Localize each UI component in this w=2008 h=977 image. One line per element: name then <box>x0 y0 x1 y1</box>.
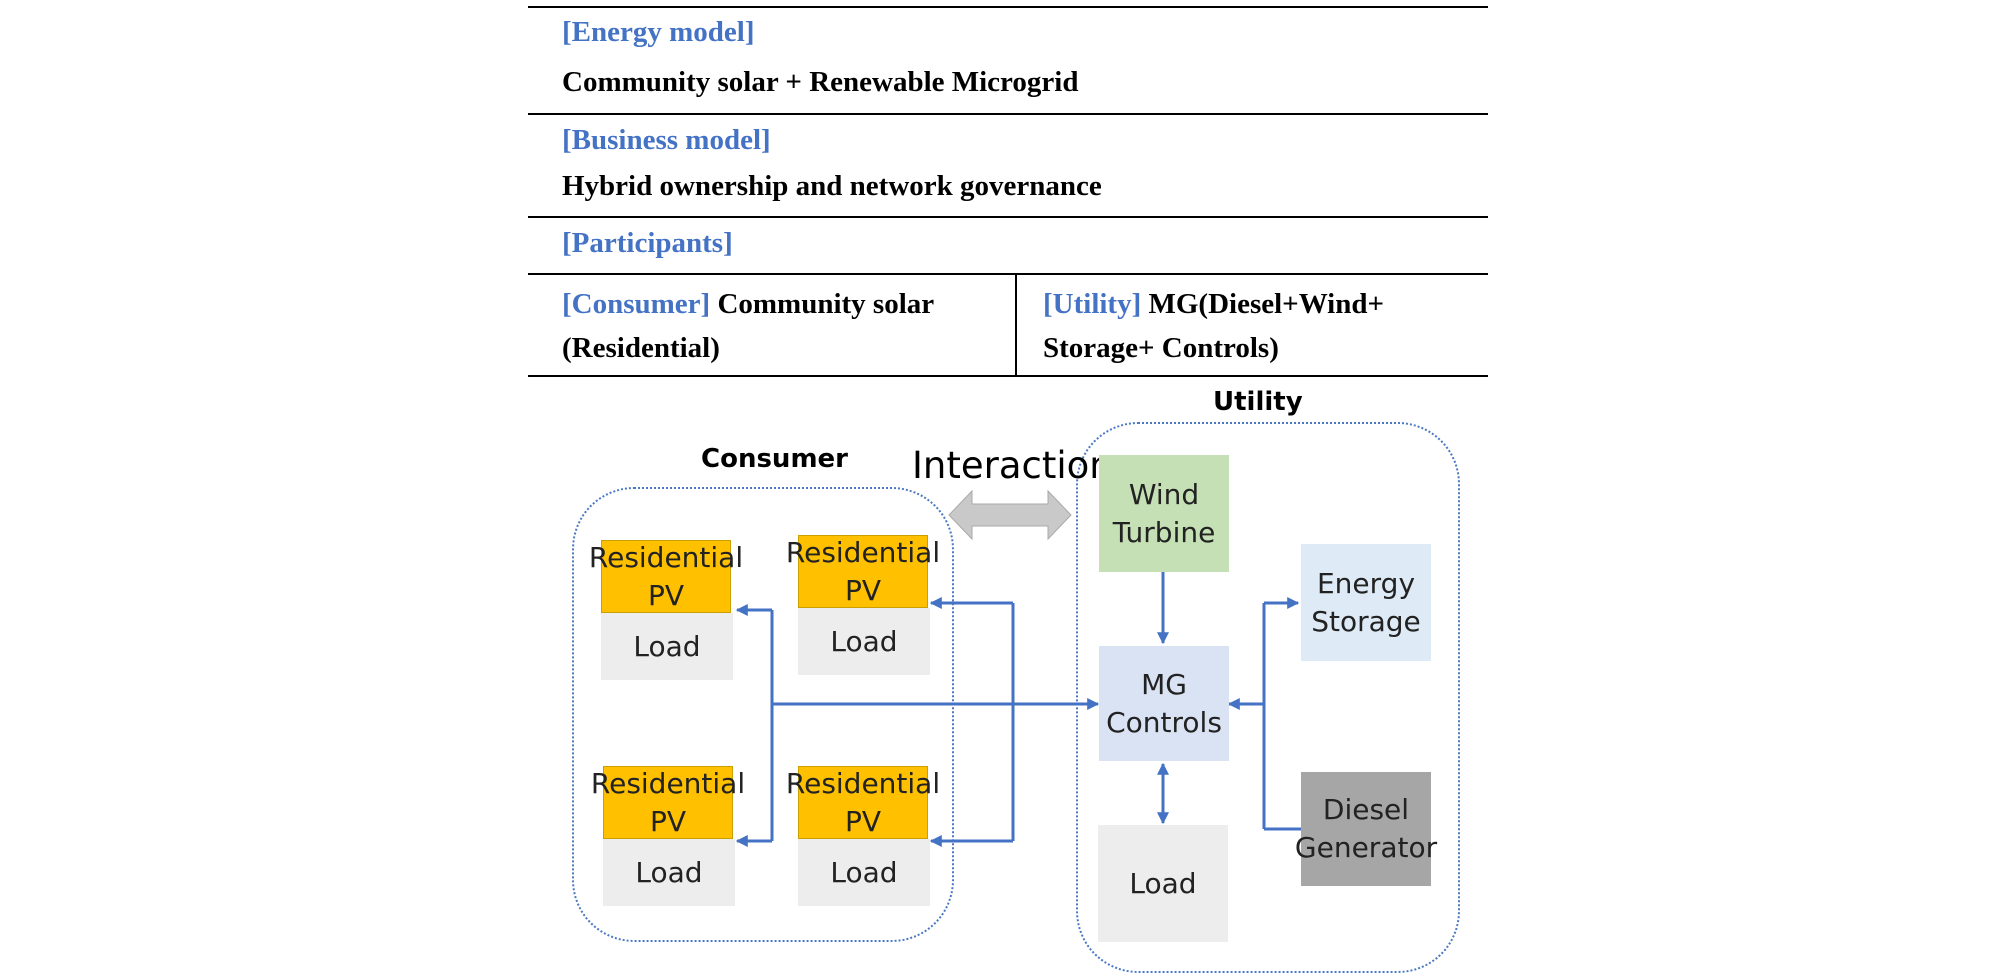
utility-group-title: Utility <box>1213 387 1303 417</box>
business-model-header: [Business model] <box>562 124 771 156</box>
residential-pv-3: Residential PV <box>590 766 746 839</box>
consumer-load-4: Load <box>798 839 930 906</box>
consumer-group-title: Consumer <box>701 444 848 474</box>
consumer-text: Community solar (Residential) <box>562 288 934 364</box>
consumer-tag: [Consumer] <box>562 288 711 320</box>
utility-load-block: Load <box>1098 825 1228 942</box>
table-rule-4 <box>528 375 1488 377</box>
business-model-value: Hybrid ownership and network governance <box>562 170 1102 202</box>
energy-storage-block: Energy Storage <box>1301 544 1431 661</box>
table-rule-3 <box>528 273 1488 275</box>
wind-turbine-block: Wind Turbine <box>1099 455 1229 572</box>
consumer-cell: [Consumer] Community solar (Residential) <box>562 282 1002 370</box>
table-column-divider <box>1015 274 1017 375</box>
consumer-group-outline <box>572 487 954 942</box>
table-rule-2 <box>528 216 1488 218</box>
diesel-generator-block: Diesel Generator <box>1295 772 1437 886</box>
consumer-load-1: Load <box>601 613 733 680</box>
mg-controls-block: MG Controls <box>1099 646 1229 761</box>
residential-pv-2: Residential PV <box>785 535 941 608</box>
residential-pv-1: Residential PV <box>588 540 744 613</box>
energy-model-header: [Energy model] <box>562 16 755 48</box>
utility-group-outline <box>1076 422 1460 973</box>
energy-model-value: Community solar + Renewable Microgrid <box>562 66 1079 98</box>
consumer-load-2: Load <box>798 608 930 675</box>
utility-text: MG(Diesel+Wind+ Storage+ Controls) <box>1043 288 1385 364</box>
table-rule-1 <box>528 113 1488 115</box>
utility-tag: [Utility] <box>1043 288 1142 320</box>
participants-header: [Participants] <box>562 227 733 259</box>
consumer-load-3: Load <box>603 839 735 906</box>
table-top-rule <box>528 6 1488 8</box>
utility-cell: [Utility] MG(Diesel+Wind+ Storage+ Contr… <box>1043 282 1483 370</box>
interaction-label: Interaction <box>912 444 1113 487</box>
residential-pv-4: Residential PV <box>785 766 941 839</box>
interaction-double-arrow <box>948 489 1072 541</box>
